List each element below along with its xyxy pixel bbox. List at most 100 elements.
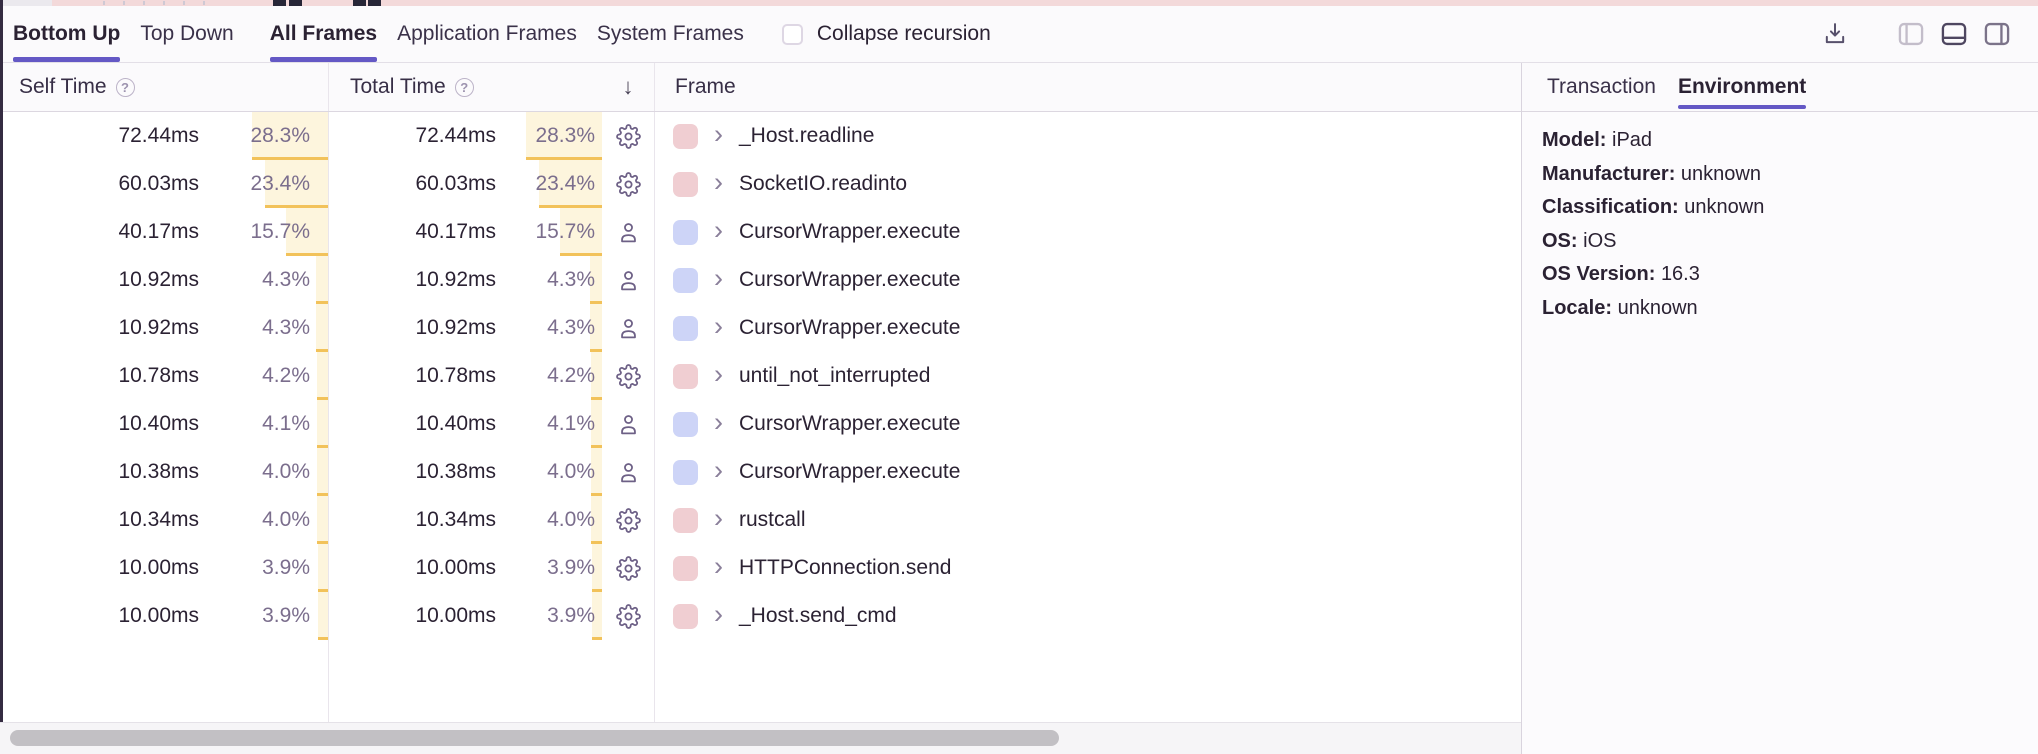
frame-cell[interactable]: › CursorWrapper.execute <box>655 208 1521 256</box>
frame-cell[interactable]: › CursorWrapper.execute <box>655 400 1521 448</box>
percent-bar <box>559 208 602 256</box>
table-row[interactable]: 10.00ms 3.9% 10.00ms 3.9% › HT <box>0 544 1521 592</box>
table-row[interactable]: 10.92ms 4.3% 10.92ms 4.3% › Cu <box>0 304 1521 352</box>
frame-cell[interactable]: › HTTPConnection.send <box>655 544 1521 592</box>
column-header-self-time[interactable]: Self Time ? <box>0 63 329 111</box>
chevron-right-icon[interactable]: › <box>714 118 723 149</box>
minimap-frame-mark <box>289 0 302 6</box>
collapse-recursion-toggle[interactable]: Collapse recursion <box>781 6 991 62</box>
frame-cell[interactable]: › _Host.send_cmd <box>655 592 1521 640</box>
total-time-percent-cell: 3.9% <box>496 592 602 640</box>
toolbar: Bottom Up Top Down All Frames Application … <box>0 6 2038 63</box>
frame-cell[interactable]: › CursorWrapper.execute <box>655 304 1521 352</box>
system-frame-gear-icon <box>615 171 641 197</box>
frame-name: CursorWrapper.execute <box>739 220 961 243</box>
help-icon[interactable]: ? <box>115 77 135 97</box>
help-icon[interactable]: ? <box>454 77 474 97</box>
horizontal-scrollbar-thumb[interactable] <box>10 730 1059 746</box>
total-time-percent: 23.4% <box>535 172 595 195</box>
frame-type-icon-slot <box>602 496 654 544</box>
table-row[interactable]: 10.00ms 3.9% 10.00ms 3.9% › _H <box>0 592 1521 640</box>
self-time-percent: 4.1% <box>262 412 310 435</box>
total-time-cell: 10.00ms 3.9% <box>329 592 655 640</box>
panel-tab-environment[interactable]: Environment <box>1677 63 1807 111</box>
column-header-total-time[interactable]: Total Time ? ↓ <box>329 63 655 111</box>
frame-cell[interactable]: › SocketIO.readinto <box>655 160 1521 208</box>
total-time-value: 10.92ms <box>415 316 496 339</box>
percent-bar <box>264 160 328 208</box>
total-time-cell: 10.78ms 4.2% <box>329 352 655 400</box>
horizontal-scrollbar[interactable] <box>0 722 1521 754</box>
frame-cell[interactable]: › until_not_interrupted <box>655 352 1521 400</box>
left-edge-border <box>0 0 3 722</box>
tab-bottom-up[interactable]: Bottom Up <box>13 6 121 62</box>
frame-name: CursorWrapper.execute <box>739 268 961 291</box>
chevron-right-icon[interactable]: › <box>714 502 723 533</box>
chevron-right-icon[interactable]: › <box>714 262 723 293</box>
total-time-percent-cell: 4.1% <box>496 400 602 448</box>
self-time-value: 60.03ms <box>118 172 199 195</box>
chevron-right-icon[interactable]: › <box>714 406 723 437</box>
total-time-percent-cell: 4.3% <box>496 256 602 304</box>
total-time-value: 10.34ms <box>415 508 496 531</box>
self-time-percent: 3.9% <box>262 604 310 627</box>
tab-all-frames[interactable]: All Frames <box>269 6 378 62</box>
minimap-tick <box>163 1 165 5</box>
sort-descending-icon[interactable]: ↓ <box>622 74 634 99</box>
frame-type-icon-slot <box>602 160 654 208</box>
percent-bar <box>317 592 328 640</box>
tab-application-frames[interactable]: Application Frames <box>397 22 577 45</box>
column-header-frame[interactable]: Frame <box>655 63 1521 111</box>
self-time-value: 10.92ms <box>118 268 199 291</box>
percent-bar <box>591 544 602 592</box>
percent-bar <box>316 256 328 304</box>
chevron-right-icon[interactable]: › <box>714 214 723 245</box>
total-time-percent: 4.3% <box>547 268 595 291</box>
layout-bottom-panel-icon[interactable] <box>1939 19 1969 49</box>
layout-right-panel-icon[interactable] <box>1982 19 2012 49</box>
panel-tab-transaction[interactable]: Transaction <box>1547 75 1656 98</box>
chevron-right-icon[interactable]: › <box>714 454 723 485</box>
frame-type-icon-slot <box>602 448 654 496</box>
self-time-value: 10.34ms <box>118 508 199 531</box>
frame-type-icon-slot <box>602 208 654 256</box>
table-row[interactable]: 10.78ms 4.2% 10.78ms 4.2% › un <box>0 352 1521 400</box>
tab-system-frames[interactable]: System Frames <box>596 22 744 45</box>
self-time-cell: 10.92ms 4.3% <box>0 256 329 304</box>
table-row[interactable]: 72.44ms 28.3% 72.44ms 28.3% › <box>0 112 1521 160</box>
table-row[interactable]: 10.38ms 4.0% 10.38ms 4.0% › Cu <box>0 448 1521 496</box>
chevron-right-icon[interactable]: › <box>714 550 723 581</box>
frame-color-chip <box>673 219 698 245</box>
chevron-right-icon[interactable]: › <box>714 166 723 197</box>
self-time-value: 40.17ms <box>118 220 199 243</box>
collapse-recursion-checkbox[interactable] <box>781 23 803 45</box>
flamegraph-edge-strip[interactable] <box>0 0 2038 6</box>
total-time-percent: 4.2% <box>547 364 595 387</box>
total-time-percent-cell: 28.3% <box>496 112 602 160</box>
chevron-right-icon[interactable]: › <box>714 598 723 629</box>
chevron-right-icon[interactable]: › <box>714 358 723 389</box>
total-time-percent-cell: 23.4% <box>496 160 602 208</box>
frame-name: rustcall <box>739 508 806 531</box>
table-row[interactable]: 10.34ms 4.0% 10.34ms 4.0% › ru <box>0 496 1521 544</box>
layout-left-panel-icon[interactable] <box>1896 19 1926 49</box>
self-time-value: 72.44ms <box>118 124 199 147</box>
frame-cell[interactable]: › CursorWrapper.execute <box>655 256 1521 304</box>
table-row[interactable]: 40.17ms 15.7% 40.17ms 15.7% › <box>0 208 1521 256</box>
minimap-tick <box>143 1 145 5</box>
table-row[interactable]: 10.92ms 4.3% 10.92ms 4.3% › Cu <box>0 256 1521 304</box>
chevron-right-icon[interactable]: › <box>714 310 723 341</box>
total-time-cell: 10.92ms 4.3% <box>329 256 655 304</box>
table-row[interactable]: 60.03ms 23.4% 60.03ms 23.4% › <box>0 160 1521 208</box>
percent-bar <box>591 592 602 640</box>
table-row[interactable]: 10.40ms 4.1% 10.40ms 4.1% › Cu <box>0 400 1521 448</box>
frame-color-chip <box>673 555 698 581</box>
download-icon[interactable] <box>1820 19 1850 49</box>
total-time-value: 10.00ms <box>415 556 496 579</box>
frame-cell[interactable]: › CursorWrapper.execute <box>655 448 1521 496</box>
frame-cell[interactable]: › _Host.readline <box>655 112 1521 160</box>
self-time-label: Self Time <box>19 75 107 98</box>
tab-top-down[interactable]: Top Down <box>140 22 234 45</box>
frame-cell[interactable]: › rustcall <box>655 496 1521 544</box>
